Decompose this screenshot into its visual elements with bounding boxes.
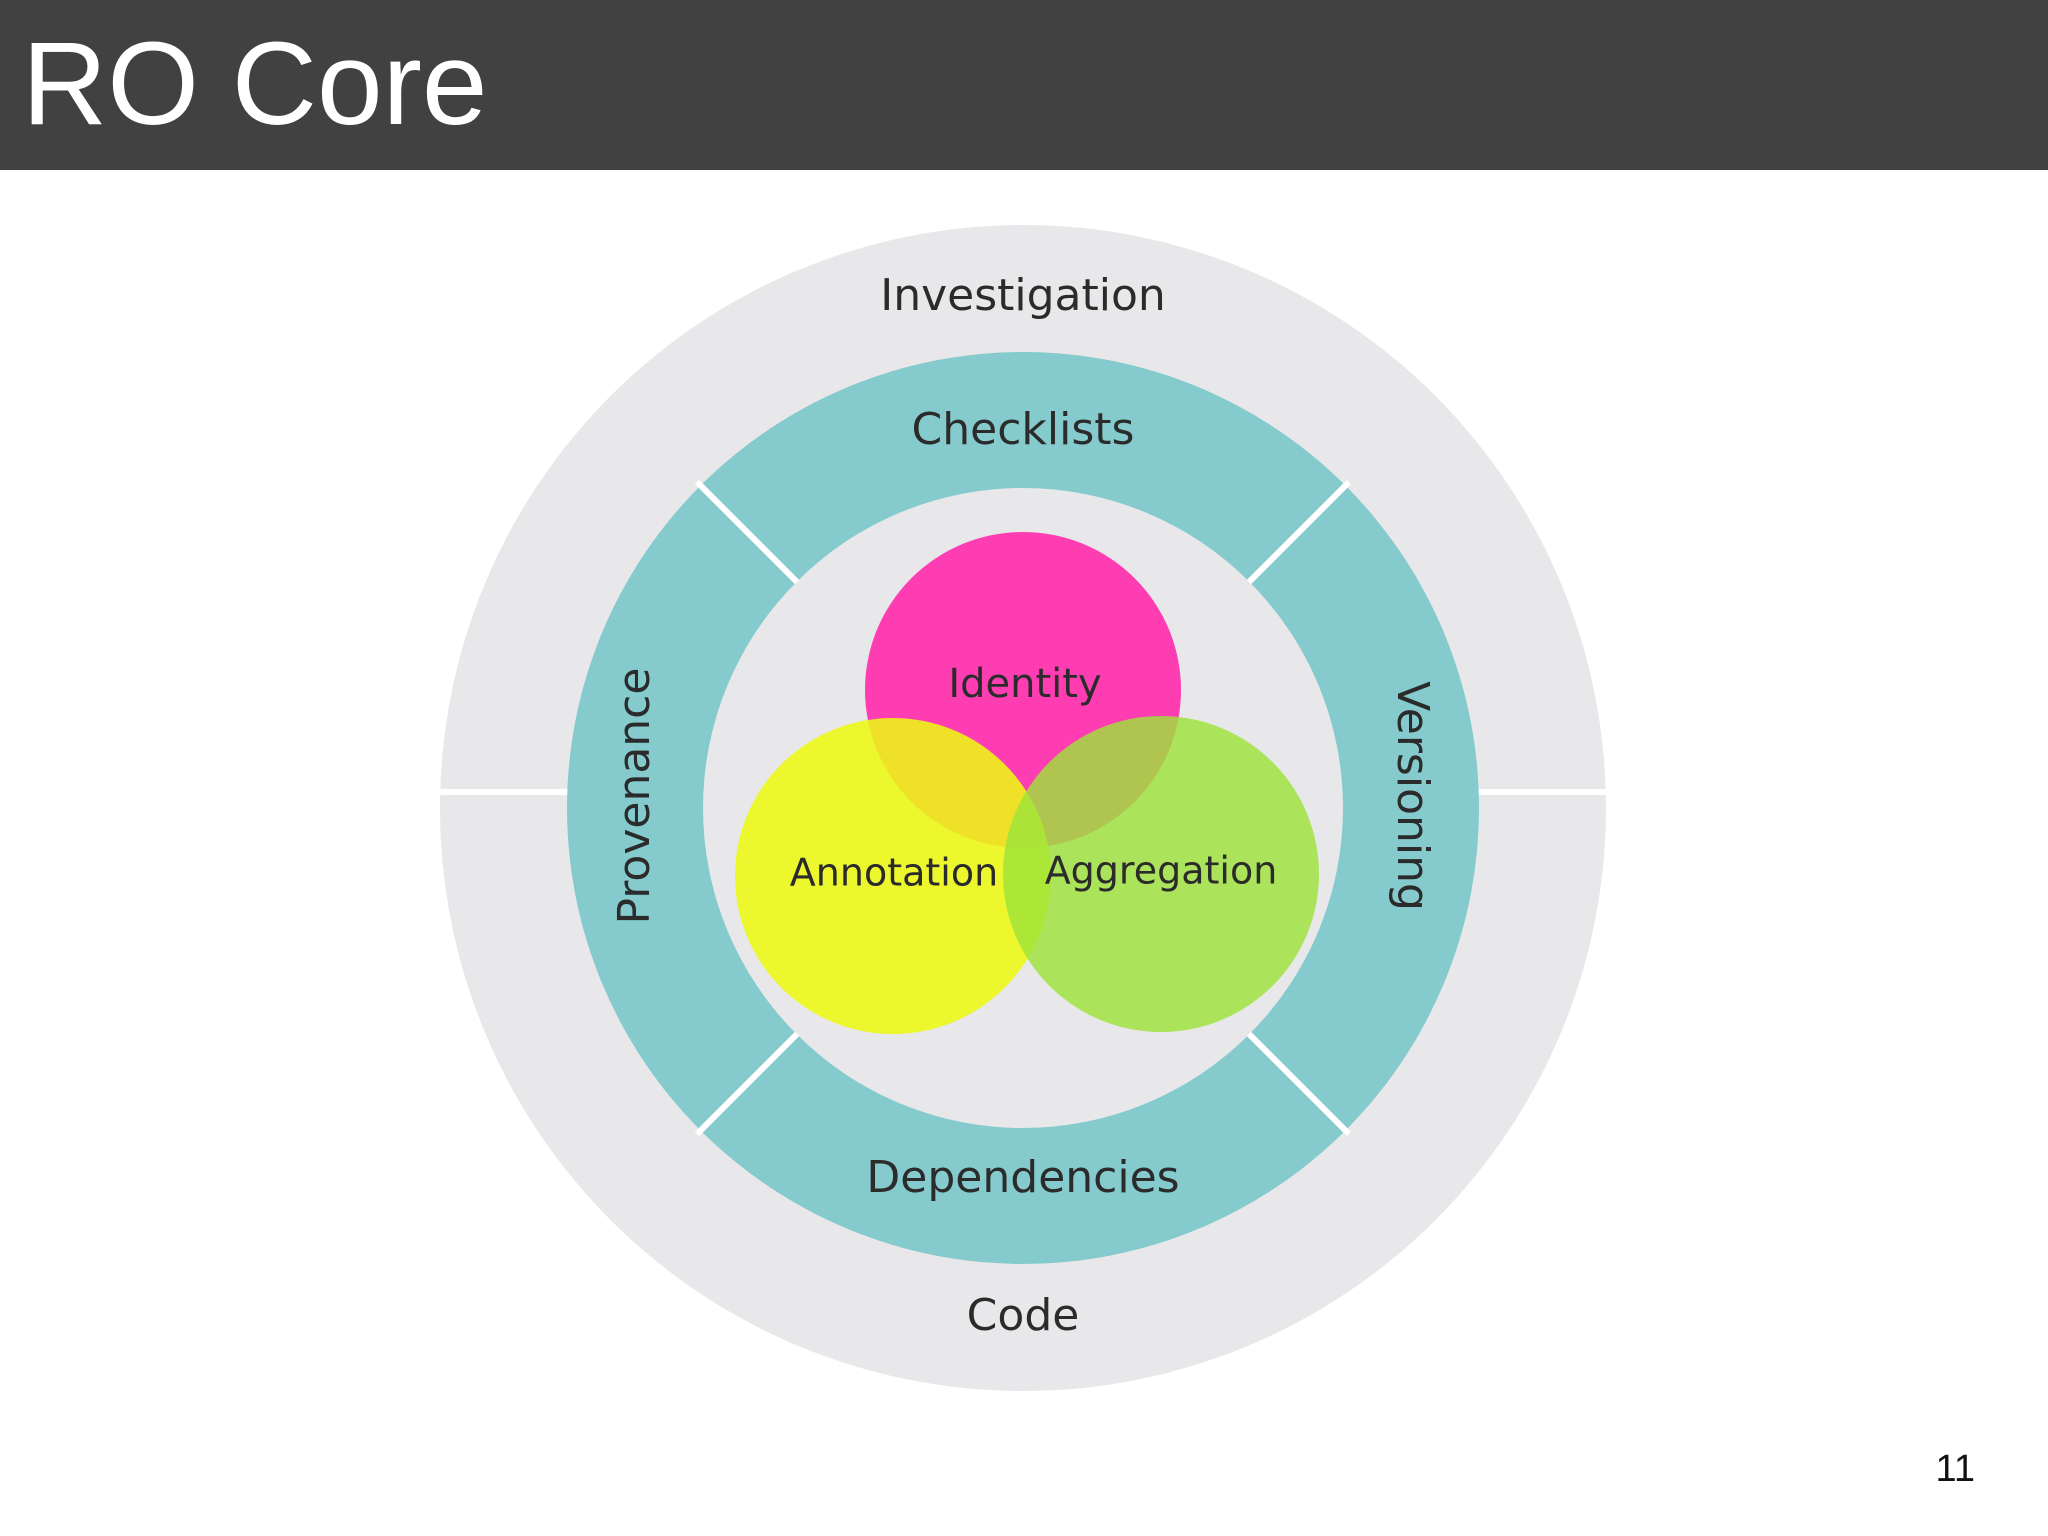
title-bar: RO Core [0,0,2048,170]
outer-ring-label-top: Investigation [880,270,1166,321]
middle-ring-divider-bottom-left [694,1031,800,1137]
middle-ring-label-right: Versioning [1387,681,1438,911]
annotation-circle [735,718,1051,1034]
slide-title: RO Core [22,18,488,150]
middle-ring-label-left: Provenance [609,668,660,925]
core-label-annotation: Annotation [790,851,998,895]
middle-ring-divider-top-right [1246,479,1352,585]
page-number: 11 [1935,1448,1975,1490]
middle-ring-divider-top-left [694,479,800,585]
outer-ring-label-bottom: Code [967,1290,1080,1341]
middle-ring-divider-bottom-right [1246,1031,1352,1137]
middle-ring-label-bottom: Dependencies [866,1152,1179,1203]
core-label-identity: Identity [948,661,1101,707]
core-label-aggregation: Aggregation [1045,849,1278,893]
aggregation-circle [1003,716,1319,1032]
middle-ring-label-top: Checklists [912,404,1135,455]
